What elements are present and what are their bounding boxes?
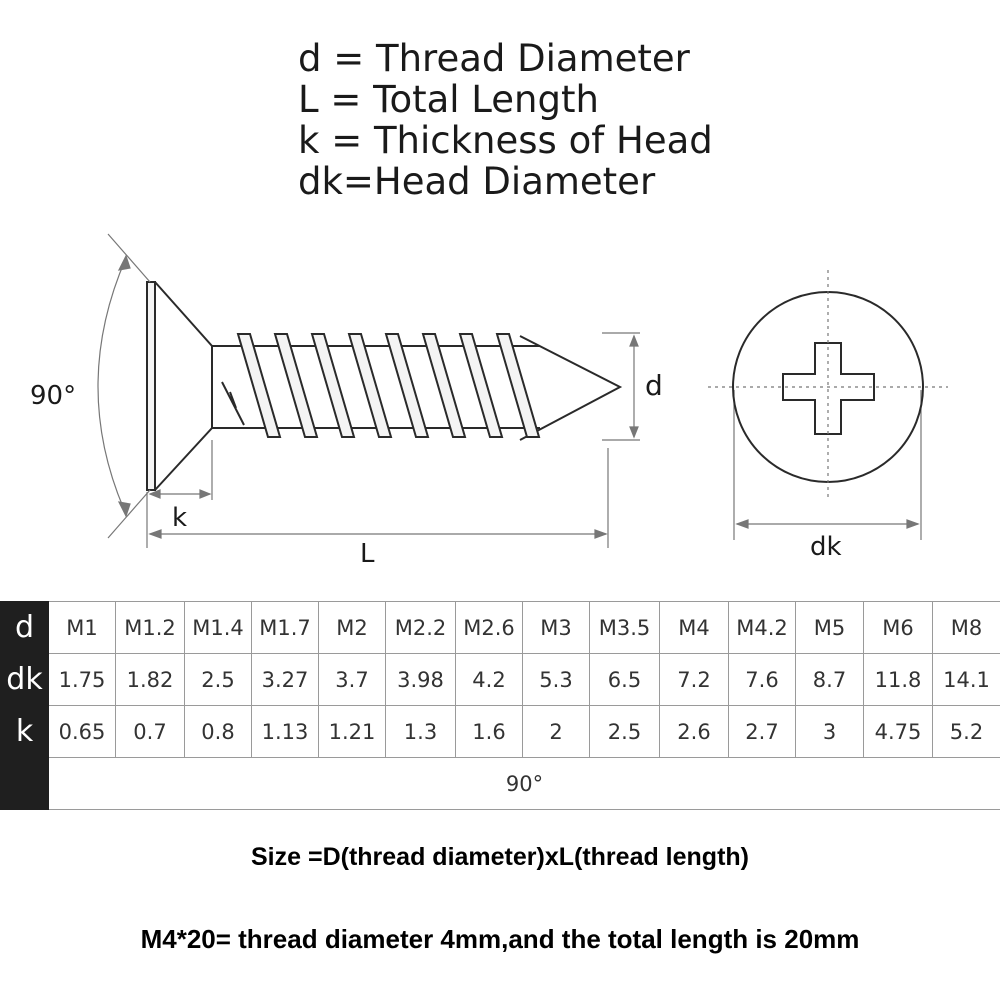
cell-k-0: 0.65 (48, 705, 116, 758)
cell-d-13: M8 (932, 601, 1000, 654)
cell-dk-6: 4.2 (455, 653, 523, 706)
cell-dk-1: 1.82 (115, 653, 185, 706)
cell-k-1: 0.7 (115, 705, 185, 758)
cell-d-12: M6 (863, 601, 933, 654)
legend: d = Thread Diameter L = Total Length k =… (298, 38, 713, 202)
angle-arc-tick-bottom (107, 489, 151, 539)
cell-k-4: 1.21 (318, 705, 386, 758)
screw-threads (236, 333, 541, 438)
cell-k-11: 3 (795, 705, 864, 758)
cell-k-6: 1.6 (455, 705, 523, 758)
row-dk: dk 1.75 1.82 2.5 3.27 3.7 3.98 4.2 5.3 6… (0, 653, 1000, 706)
angle-arrow-bottom (117, 501, 131, 518)
cell-k-9: 2.6 (659, 705, 729, 758)
cell-d-11: M5 (795, 601, 864, 654)
k-label: k (172, 503, 187, 533)
cell-d-0: M1 (48, 601, 116, 654)
cell-d-9: M4 (659, 601, 729, 654)
phillips-cross-icon (782, 342, 875, 435)
cell-d-8: M3.5 (589, 601, 660, 654)
screw-thread-start (221, 381, 245, 426)
thread-flight (458, 333, 504, 438)
cell-k-2: 0.8 (184, 705, 252, 758)
example-note: M4*20= thread diameter 4mm,and the total… (140, 924, 860, 954)
k-arrow-left (148, 489, 161, 499)
cell-d-10: M4.2 (728, 601, 796, 654)
L-dimension-line (150, 448, 609, 548)
cell-dk-7: 5.3 (522, 653, 590, 706)
k-arrow-right (199, 489, 212, 499)
L-label: L (360, 539, 375, 569)
cell-dk-8: 6.5 (589, 653, 660, 706)
thread-flight (273, 333, 319, 438)
size-note: Size =D(thread diameter)xL(thread length… (251, 843, 749, 871)
legend-thread-diameter: d = Thread Diameter (298, 37, 690, 80)
cell-dk-3: 3.27 (251, 653, 319, 706)
cell-dk-9: 7.2 (659, 653, 729, 706)
screw-head-cone (154, 281, 213, 491)
row-header-d: d (0, 601, 49, 654)
thread-flight (421, 333, 467, 438)
thread-flight (384, 333, 430, 438)
screw-head-face (146, 281, 156, 491)
cell-d-3: M1.7 (251, 601, 319, 654)
d-arrow-top (629, 334, 639, 347)
cell-k-12: 4.75 (863, 705, 933, 758)
d-arrow-bottom (629, 426, 639, 439)
cell-dk-13: 14.1 (932, 653, 1000, 706)
row-header-angle (0, 757, 49, 810)
cell-dk-12: 11.8 (863, 653, 933, 706)
screw-tip (519, 335, 623, 441)
row-k: k 0.65 0.7 0.8 1.13 1.21 1.3 1.6 2 2.5 2… (0, 705, 1000, 758)
cell-d-1: M1.2 (115, 601, 185, 654)
screw-top-view (708, 270, 948, 500)
cell-dk-0: 1.75 (48, 653, 116, 706)
spec-table: d M1 M1.2 M1.4 M1.7 M2 M2.2 M2.6 M3 M3.5… (0, 601, 1000, 810)
screw-side-view (146, 281, 623, 491)
cell-angle: 90° (48, 757, 1000, 810)
row-header-dk: dk (0, 653, 49, 706)
thread-flight (347, 333, 393, 438)
screw-diagram: 90° d k L dk (30, 233, 948, 569)
legend-total-length: L = Total Length (298, 78, 599, 121)
angle-arc-tick-top (107, 233, 151, 283)
cell-k-5: 1.3 (385, 705, 456, 758)
L-arrow-left (148, 529, 162, 539)
cell-dk-5: 3.98 (385, 653, 456, 706)
d-dimension-line (602, 332, 640, 441)
angle-arc (97, 257, 127, 515)
cell-d-6: M2.6 (455, 601, 523, 654)
row-d: d M1 M1.2 M1.4 M1.7 M2 M2.2 M2.6 M3 M3.5… (0, 601, 1000, 654)
thread-flight (236, 333, 282, 438)
cell-dk-4: 3.7 (318, 653, 386, 706)
cell-k-3: 1.13 (251, 705, 319, 758)
L-arrow-right (594, 529, 608, 539)
legend-head-thickness: k = Thickness of Head (298, 119, 713, 162)
cell-k-13: 5.2 (932, 705, 1000, 758)
cell-dk-2: 2.5 (184, 653, 252, 706)
dk-dimension-line (733, 390, 922, 540)
cell-d-2: M1.4 (184, 601, 252, 654)
cell-k-10: 2.7 (728, 705, 796, 758)
cell-d-7: M3 (522, 601, 590, 654)
angle-arrow-top (117, 254, 131, 271)
dk-arrow-left (735, 519, 749, 529)
cell-k-7: 2 (522, 705, 590, 758)
cell-k-8: 2.5 (589, 705, 660, 758)
thread-flight (310, 333, 356, 438)
dk-arrow-right (906, 519, 920, 529)
dk-label: dk (810, 532, 842, 562)
thread-flight (495, 333, 541, 438)
angle-label: 90° (30, 381, 76, 411)
row-angle: 90° (0, 757, 1000, 810)
cell-d-5: M2.2 (385, 601, 456, 654)
dimension-lines (97, 233, 922, 548)
cell-dk-11: 8.7 (795, 653, 864, 706)
row-header-k: k (0, 705, 49, 758)
legend-head-diameter: dk=Head Diameter (298, 160, 656, 203)
cell-d-4: M2 (318, 601, 386, 654)
cell-dk-10: 7.6 (728, 653, 796, 706)
d-label: d (645, 369, 663, 402)
